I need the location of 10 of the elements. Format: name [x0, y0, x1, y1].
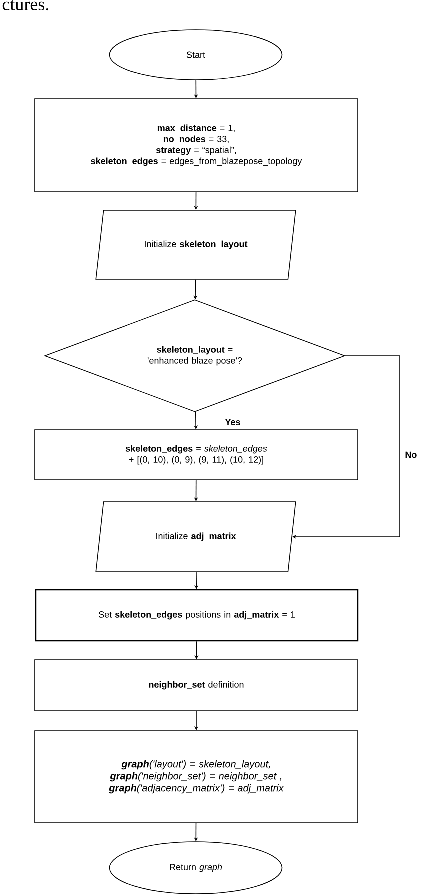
- process-box: max_distance = 1, no_nodes = 33, strategy = “spatial”, skeleton_edges = edges_from_blazepose_topology: [34, 98, 358, 192]
- process-box: neighbor_set definition: [34, 660, 358, 712]
- edge-label: No: [404, 450, 418, 460]
- edge-label: Yes: [224, 418, 242, 426]
- process-box: graph('layout') = skeleton_layout, graph('neighbor_set') = neighbor_set , graph('adjacency_matrix') = adj_matrix: [34, 730, 358, 824]
- process-box: skeleton_edges = skeleton_edges + [(0, 10), (0, 9), (9, 11), (10, 12)]: [34, 430, 358, 480]
- process-box: Set skeleton_edges positions in adj_matrix = 1: [35, 589, 359, 642]
- page-text-fragment: ctures.: [2, 0, 48, 11]
- input-parallelogram: Initialize skeleton_layout: [96, 210, 296, 280]
- input-parallelogram: Initialize adj_matrix: [96, 502, 296, 572]
